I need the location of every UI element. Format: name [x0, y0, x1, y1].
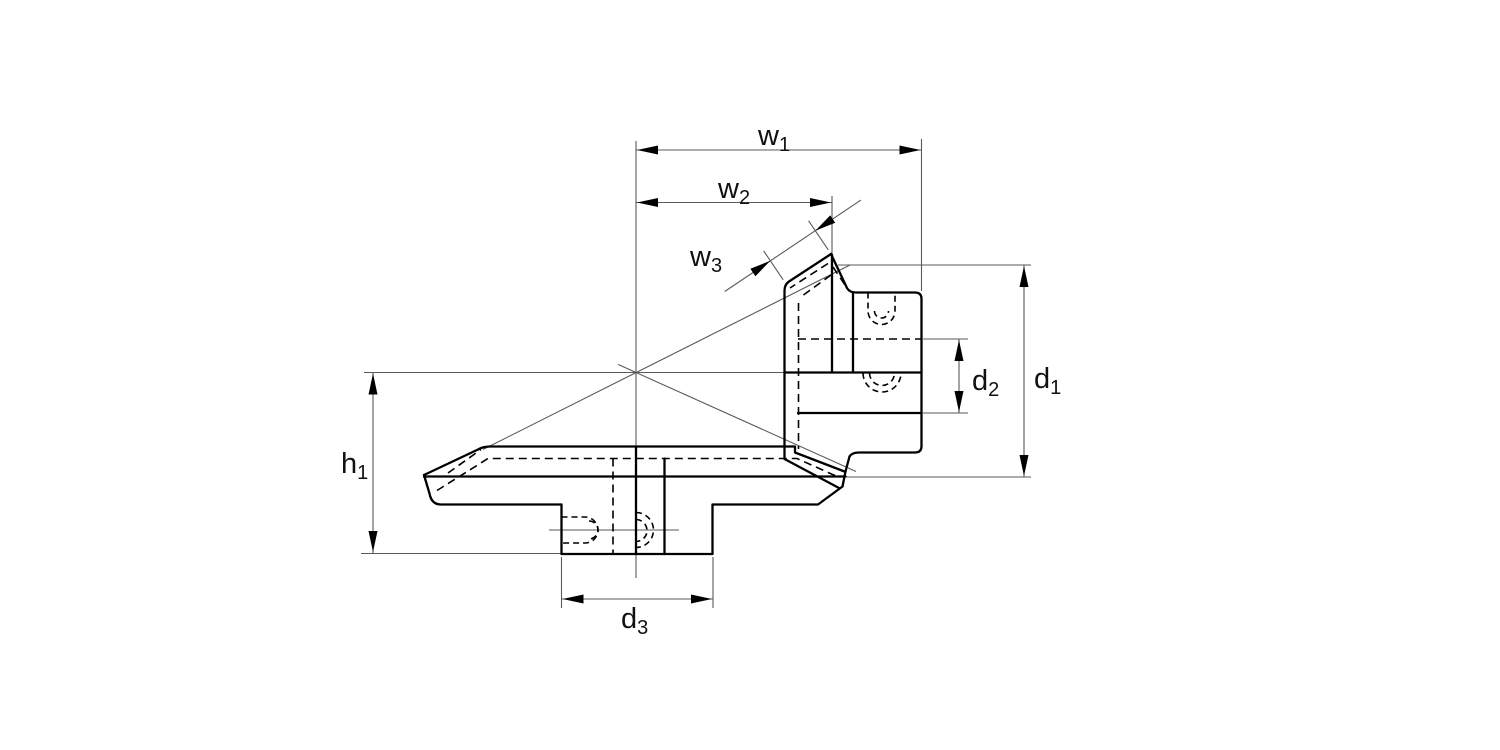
dimension-labels: w1 w2 w3 d1 d2 d3 h1	[341, 120, 1061, 639]
label-w3: w3	[689, 241, 722, 277]
w2-arrow-left	[637, 198, 658, 207]
right-gear-root-slant	[789, 262, 829, 289]
label-w2: w2	[717, 173, 750, 209]
w1-arrow-right	[899, 145, 921, 155]
dimension-lines	[372, 149, 1025, 600]
right-gear-tip-inner-edge	[832, 266, 850, 292]
right-gear-setscrew-thread	[873, 310, 890, 319]
label-w1: w1	[757, 120, 790, 156]
bottom-gear-tip-and-bottom-face	[422, 473, 563, 506]
w3-extension-lower	[763, 250, 784, 281]
bottom-gear-outline	[422, 445, 847, 556]
hidden-lines	[436, 262, 922, 553]
w3-arrow-lower	[750, 260, 771, 277]
bottom-gear-tip-inner-edge	[447, 448, 482, 474]
d1-arrow-bottom	[1019, 455, 1029, 476]
bottom-gear-top-face	[422, 445, 846, 477]
d1-arrow-top	[1019, 266, 1029, 287]
right-gear-front-face	[783, 252, 841, 490]
pitch-cone-diagonal-down	[617, 363, 857, 473]
bottom-gear-setscrew-thread	[588, 520, 599, 540]
label-d1: d1	[1034, 363, 1061, 399]
w1-arrow-left	[637, 145, 658, 155]
bottom-gear-bore-wall-arc-inner	[635, 518, 648, 543]
label-d3: d3	[621, 603, 648, 639]
d2-arrow-top	[954, 340, 964, 361]
d2-arrow-bottom	[954, 391, 964, 412]
bottom-gear-root-line	[436, 457, 837, 492]
extension-lines	[361, 139, 1031, 608]
label-h1: h1	[341, 448, 368, 484]
h1-arrow-bottom	[368, 531, 378, 552]
h1-arrow-top	[368, 373, 378, 395]
w2-arrow-right	[810, 198, 831, 207]
label-d2: d2	[972, 365, 999, 401]
right-gear-bore-wall-arc-inner	[868, 372, 896, 387]
arrowheads	[368, 145, 1029, 604]
right-gear-setscrew-hole	[867, 292, 896, 326]
right-gear-back-and-hub	[829, 252, 923, 473]
construction-lines	[364, 141, 857, 578]
w3-dimension-line	[724, 199, 862, 292]
d3-arrow-left	[562, 594, 584, 604]
d3-arrow-right	[691, 594, 712, 604]
w3-extension-upper	[808, 220, 829, 251]
bottom-gear-hub	[560, 470, 847, 556]
w3-arrow-upper	[815, 215, 836, 231]
right-gear-root-line	[797, 274, 832, 449]
right-gear-outline	[783, 252, 923, 490]
pitch-cone-diagonal-up	[482, 264, 851, 450]
right-gear-bore-wall-arc-outer	[862, 372, 902, 393]
